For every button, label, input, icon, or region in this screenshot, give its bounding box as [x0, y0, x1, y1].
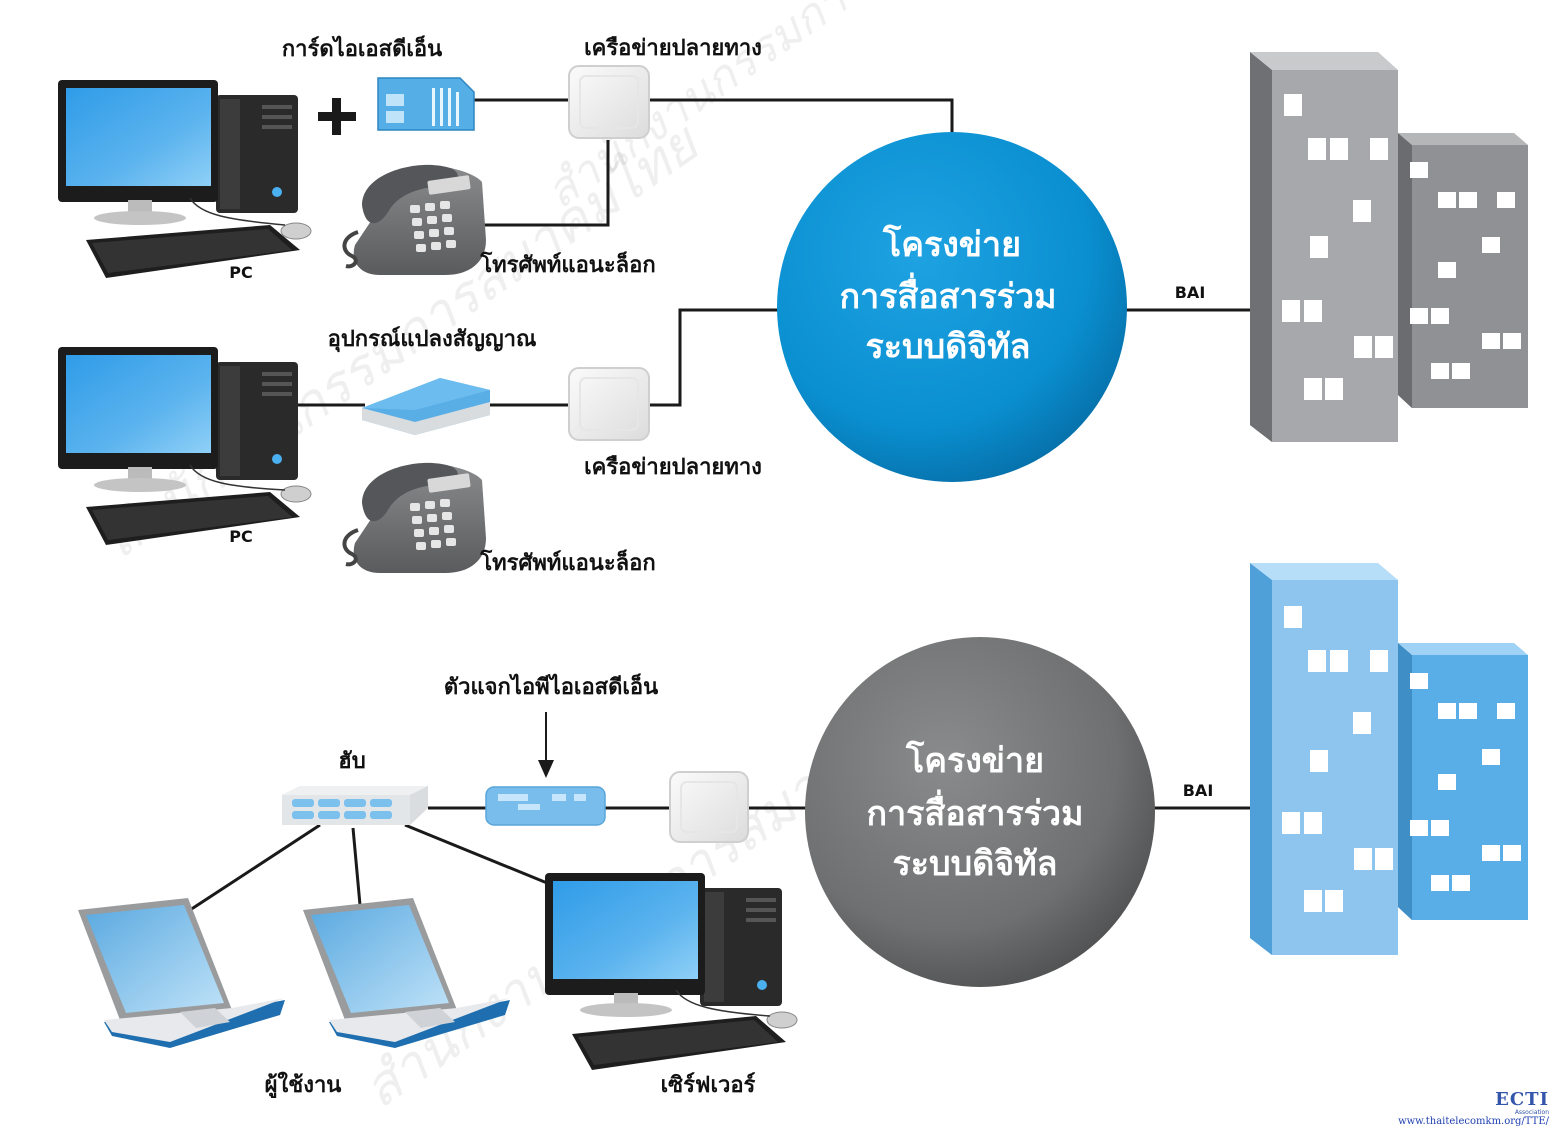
network-gray-line3: ระบบดิจิทัล — [893, 844, 1058, 884]
pc-label-2: PC — [229, 527, 252, 546]
footer: ECTI Association www.thaitelecomkm.org/T… — [1398, 1091, 1549, 1128]
bai-label-a: BAI — [1175, 283, 1206, 302]
phone-label-1: โทรศัพท์แอนะล็อก — [479, 250, 655, 278]
plus-icon — [318, 98, 356, 135]
isdn-router-icon — [485, 786, 606, 826]
terminal-label-top: เครือข่ายปลายทาง — [584, 36, 762, 61]
analog-phone-icon — [342, 462, 486, 573]
user-label: ผู้ใช้งาน — [265, 1071, 342, 1099]
network-globe-blue: โครงข่าย การสื่อสารร่วม ระบบดิจิทัล — [777, 132, 1127, 482]
network-globe-gray: โครงข่าย การสื่อสารร่วม ระบบดิจิทัล — [805, 637, 1155, 987]
desktop-pc-icon — [58, 347, 312, 545]
server-pc-icon — [545, 873, 798, 1070]
desktop-pc-icon — [58, 80, 312, 278]
footer-url-link[interactable]: www.thaitelecomkm.org/TTE/ — [1398, 1116, 1549, 1127]
ecti-logo-sub: Association — [1514, 1109, 1549, 1116]
laptop-icon — [303, 898, 510, 1048]
hub-icon — [282, 786, 428, 825]
ecti-logo: ECTI — [1495, 1089, 1549, 1110]
network-blue-line1: โครงข่าย — [882, 224, 1021, 265]
building-icon — [1250, 52, 1528, 442]
isdn-card-label: การ์ดไอเอสดีเอ็น — [282, 34, 442, 62]
server-label: เซิร์ฟเวอร์ — [661, 1072, 756, 1098]
network-gray-line2: การสื่อสารร่วม — [867, 789, 1084, 834]
network-blue-line2: การสื่อสารร่วม — [840, 272, 1057, 317]
network-gray-line1: โครงข่าย — [905, 740, 1044, 781]
analog-phone-icon — [342, 164, 486, 275]
network-blue-line3: ระบบดิจิทัล — [866, 327, 1031, 367]
network-terminal-icon — [568, 65, 650, 139]
building-icon — [1250, 563, 1528, 955]
network-terminal-icon — [568, 367, 650, 441]
connection-lines-b — [189, 806, 1252, 912]
network-terminal-icon — [669, 771, 749, 843]
hub-label: ฮับ — [338, 749, 365, 774]
isdn-card-icon — [377, 77, 475, 131]
terminal-label-bottom: เครือข่ายปลายทาง — [584, 455, 762, 480]
router-label: ตัวแจกไอพีไอเอสดีเอ็น — [444, 672, 658, 700]
phone-label-2: โทรศัพท์แอนะล็อก — [479, 548, 655, 576]
modem-adapter-icon — [362, 378, 490, 435]
pc-label-1: PC — [229, 263, 252, 282]
bai-label-b: BAI — [1183, 781, 1214, 800]
laptop-icon — [78, 898, 285, 1048]
adapter-label: อุปกรณ์แปลงสัญญาณ — [328, 326, 537, 353]
arrow-down-icon — [538, 712, 554, 778]
